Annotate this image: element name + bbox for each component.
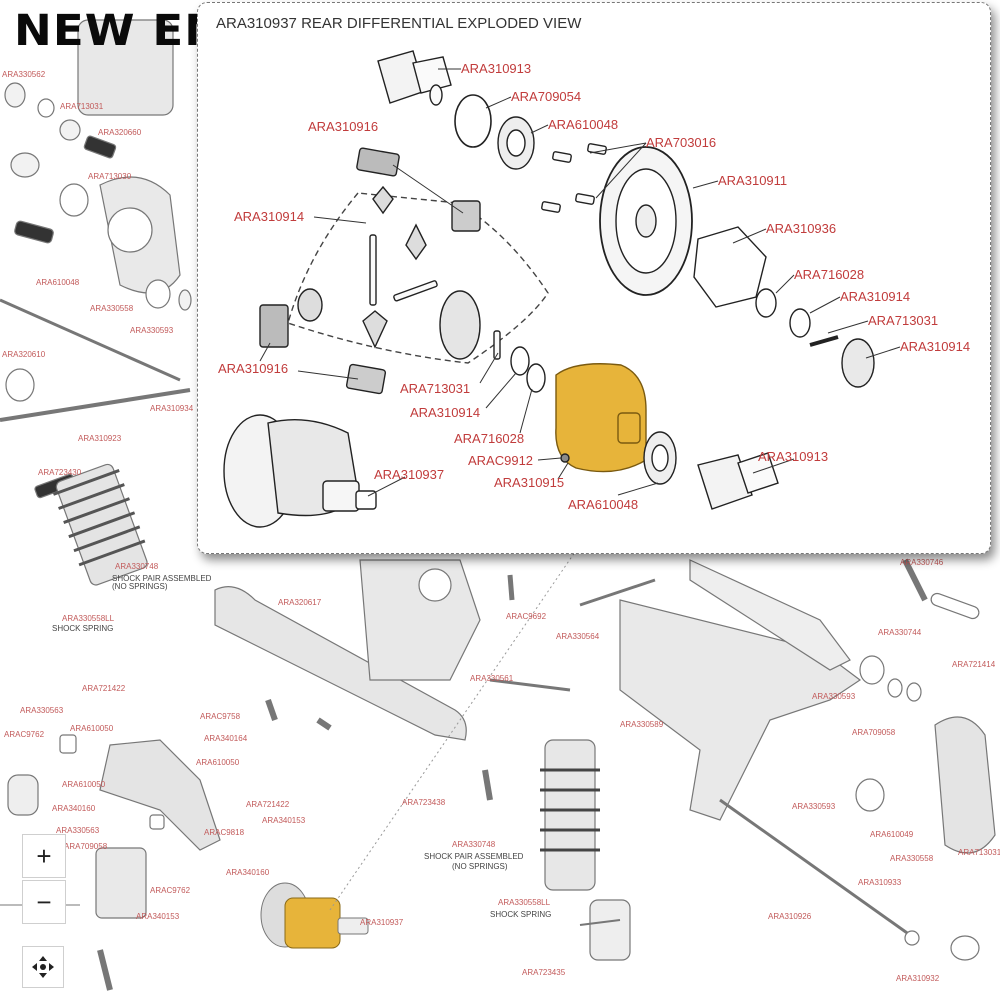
part-label: ARA310937 xyxy=(374,467,445,482)
part-label: ARA610048 xyxy=(568,497,639,512)
background-part-label: ARA713031 xyxy=(958,848,1000,857)
background-part-label: ARA610050 xyxy=(196,758,240,767)
pan-button[interactable] xyxy=(22,946,64,988)
background-part-label: ARA610050 xyxy=(70,724,114,733)
background-part-label: ARA310933 xyxy=(858,878,902,887)
zoom-out-button[interactable]: − xyxy=(22,880,66,924)
part-label: ARA310914 xyxy=(410,405,481,420)
part-label: ARA713031 xyxy=(400,381,471,396)
background-part-label: ARA721422 xyxy=(246,800,290,809)
background-part-label: ARA721422 xyxy=(82,684,126,693)
background-part-label: ARA310937 xyxy=(360,918,404,927)
background-part-label: (NO SPRINGS) xyxy=(452,862,508,871)
background-part-label: ARA610050 xyxy=(62,780,106,789)
background-part-label: ARAC9762 xyxy=(4,730,45,739)
part-label: ARA310915 xyxy=(494,475,565,490)
background-part-label: ARA310932 xyxy=(896,974,940,983)
background-part-label: SHOCK SPRING xyxy=(490,910,552,919)
zoom-controls: + − xyxy=(20,834,66,988)
background-part-label: ARAC9692 xyxy=(506,612,547,621)
background-part-label: SHOCK SPRING xyxy=(52,624,114,633)
background-part-label: ARA330558 xyxy=(90,304,134,313)
background-part-label: ARA330563 xyxy=(56,826,100,835)
background-part-label: ARA330748 xyxy=(115,562,159,571)
background-part-label: ARA340164 xyxy=(204,734,248,743)
background-part-label: ARA713030 xyxy=(88,172,132,181)
part-label: ARA310916 xyxy=(218,361,289,376)
background-part-label: ARA330593 xyxy=(130,326,174,335)
panel-title: ARA310937 REAR DIFFERENTIAL EXPLODED VIE… xyxy=(216,15,582,32)
background-part-label: ARA330558LL xyxy=(62,614,115,623)
background-part-label: ARA721414 xyxy=(952,660,996,669)
part-label: ARA709054 xyxy=(511,89,582,104)
background-part-label: ARA709058 xyxy=(852,728,896,737)
background-part-label: SHOCK PAIR ASSEMBLED xyxy=(424,852,524,861)
background-part-label: ARA330589 xyxy=(620,720,664,729)
exploded-view-panel: ARA310937 REAR DIFFERENTIAL EXPLODED VIE… xyxy=(197,2,991,554)
background-part-label: ARA330748 xyxy=(452,840,496,849)
background-part-label: ARAC9762 xyxy=(150,886,191,895)
part-label: ARA713031 xyxy=(868,313,939,328)
part-label: ARA310913 xyxy=(461,61,532,76)
part-label: ARA716028 xyxy=(454,431,525,446)
part-label: ARA310913 xyxy=(758,449,829,464)
background-part-label: ARA713031 xyxy=(60,102,104,111)
background-part-label: ARA610048 xyxy=(36,278,80,287)
background-part-label: ARA340153 xyxy=(136,912,180,921)
exploded-view-drawing xyxy=(223,50,901,528)
part-label: ARA310916 xyxy=(308,119,379,134)
part-label: ARA610048 xyxy=(548,117,619,132)
background-part-label: ARA320660 xyxy=(98,128,142,137)
background-part-label: ARA330593 xyxy=(792,802,836,811)
background-part-label: ARAC9758 xyxy=(200,712,241,721)
part-label: ARA310936 xyxy=(766,221,837,236)
background-part-label: ARA320610 xyxy=(2,350,46,359)
background-part-label: ARA723430 xyxy=(38,468,82,477)
part-label: ARA310911 xyxy=(718,173,788,188)
background-part-label: ARA340153 xyxy=(262,816,306,825)
background-part-label: ARA330563 xyxy=(20,706,64,715)
part-label: ARA310914 xyxy=(840,289,911,304)
background-part-label: ARA330564 xyxy=(556,632,600,641)
background-part-label: ARA330558LL xyxy=(498,898,551,907)
background-part-label: ARA723438 xyxy=(402,798,446,807)
background-part-label: ARA330744 xyxy=(878,628,922,637)
background-part-label: ARA330746 xyxy=(900,558,944,567)
part-label: ARAC9912 xyxy=(468,453,534,468)
part-label: ARA310914 xyxy=(234,209,305,224)
background-part-label: ARA330561 xyxy=(470,674,514,683)
part-label: ARA716028 xyxy=(794,267,865,282)
part-label: ARA703016 xyxy=(646,135,717,150)
background-part-label: ARAC9818 xyxy=(204,828,245,837)
background-part-label: ARA610049 xyxy=(870,830,914,839)
background-part-label: ARA723435 xyxy=(522,968,566,977)
background-part-label: ARA310926 xyxy=(768,912,812,921)
background-part-label: ARA310934 xyxy=(150,404,194,413)
background-part-label: ARA709058 xyxy=(64,842,108,851)
background-part-label: ARA330558 xyxy=(890,854,934,863)
background-part-label: ARA340160 xyxy=(226,868,270,877)
part-label: ARA310914 xyxy=(900,339,971,354)
background-part-label: ARA340160 xyxy=(52,804,96,813)
background-part-label: ARA330593 xyxy=(812,692,856,701)
background-part-label: (NO SPRINGS) xyxy=(112,582,168,591)
background-part-label: ARA310923 xyxy=(78,434,122,443)
background-part-label: ARA320617 xyxy=(278,598,322,607)
background-part-label: ARA330562 xyxy=(2,70,46,79)
background-part-label: SHOCK PAIR ASSEMBLED xyxy=(112,574,212,583)
pan-arrows-icon xyxy=(32,956,54,978)
zoom-in-button[interactable]: + xyxy=(22,834,66,878)
